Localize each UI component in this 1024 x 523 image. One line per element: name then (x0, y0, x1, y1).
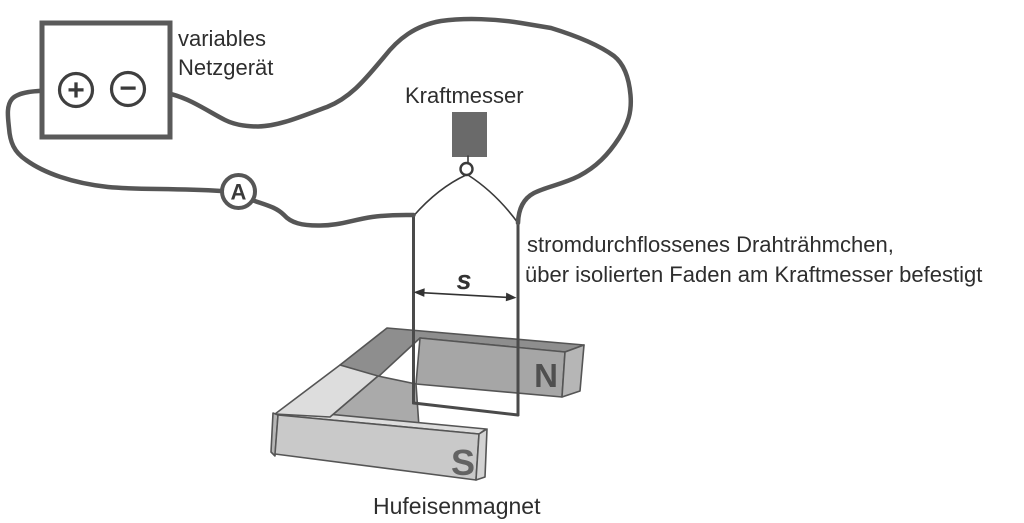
force-meter-label: Kraftmesser (405, 83, 524, 108)
power-supply-label-line1: variables (178, 26, 266, 51)
ammeter-label: A (231, 180, 247, 205)
suspension-thread-left (412, 174, 467, 217)
wire-frame (412, 213, 520, 417)
plus-terminal-icon (57, 71, 95, 109)
magnet-n-bar-end-face (561, 344, 585, 398)
magnet-s-bar-left-end (270, 412, 279, 457)
width-arrow-left-head (413, 288, 425, 297)
wire-frame-bottom-side (412, 401, 520, 417)
frame-caption-line2: über isolierten Faden am Kraftmesser bef… (525, 262, 982, 287)
width-marker: s (413, 265, 517, 302)
circuit: A (5, 16, 634, 228)
magnet-bend-top-face (274, 364, 379, 418)
power-supply-label-line2: Netzgerät (178, 55, 273, 80)
south-pole-label: S (451, 442, 475, 483)
magnet-caption: Hufeisenmagnet (373, 493, 541, 519)
wire-ammeter-to-frame (249, 197, 416, 228)
minus-terminal-icon (109, 70, 147, 108)
suspension-thread-right (467, 174, 519, 224)
horseshoe-magnet: N S (270, 327, 585, 483)
frame-caption-line1: stromdurchflossenes Drahträhmchen, (527, 232, 894, 257)
width-label: s (456, 265, 471, 295)
force-meter (412, 112, 519, 224)
plus-terminal-label: + (67, 74, 85, 107)
force-meter-hook-icon (459, 161, 474, 177)
width-arrow-line (421, 291, 509, 299)
wire-minus-to-frame (143, 16, 634, 226)
north-pole-label: N (534, 357, 558, 394)
wire-plus-to-ammeter (5, 87, 224, 194)
ammeter-icon (220, 173, 257, 210)
power-supply: + − (39, 20, 173, 140)
minus-terminal-label: − (119, 72, 137, 105)
width-arrow-right-head (505, 292, 517, 302)
magnet-s-bar-end-face (475, 428, 488, 481)
force-meter-body (452, 112, 487, 157)
